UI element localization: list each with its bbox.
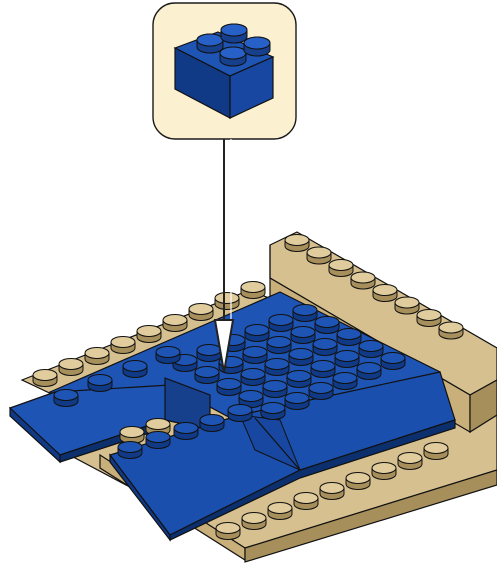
stud <box>293 305 317 322</box>
stud <box>228 405 252 422</box>
stud <box>346 473 370 490</box>
stud <box>243 347 267 364</box>
stud <box>417 310 441 327</box>
stud <box>291 327 315 344</box>
stud <box>174 423 198 440</box>
stud <box>311 361 335 378</box>
stud <box>163 315 187 332</box>
down-arrow-icon <box>215 139 233 372</box>
stud <box>381 353 405 370</box>
stud <box>424 443 448 460</box>
stud <box>120 427 144 444</box>
stud <box>123 361 147 378</box>
stud <box>245 325 269 342</box>
stud <box>307 247 331 264</box>
stud <box>33 370 57 387</box>
stud <box>268 503 292 520</box>
stud <box>329 260 353 277</box>
stud <box>111 337 135 354</box>
stud <box>156 347 180 364</box>
stud <box>267 337 291 354</box>
stud <box>241 369 265 386</box>
stud <box>398 453 422 470</box>
stud <box>337 329 361 346</box>
stud <box>313 339 337 356</box>
stud <box>200 415 224 432</box>
stud <box>118 442 142 459</box>
stud <box>351 272 375 289</box>
stud <box>216 523 240 540</box>
stud <box>265 359 289 376</box>
stud <box>309 383 333 400</box>
part-callout <box>153 3 296 139</box>
stud <box>242 513 266 530</box>
stud <box>85 348 109 365</box>
stud <box>315 317 339 334</box>
stud <box>289 349 313 366</box>
stud <box>439 322 463 339</box>
stud <box>359 341 383 358</box>
stud <box>285 235 309 252</box>
stud <box>54 390 78 407</box>
stud <box>373 285 397 302</box>
stud <box>285 393 309 410</box>
stud <box>320 483 344 500</box>
stud <box>137 326 161 343</box>
stud <box>372 463 396 480</box>
stud <box>217 379 241 396</box>
stud <box>88 375 112 392</box>
stud <box>287 371 311 388</box>
stud <box>333 373 357 390</box>
stud <box>395 297 419 314</box>
stud <box>261 403 285 420</box>
stud <box>197 345 221 362</box>
stud <box>59 359 83 376</box>
stud <box>215 293 239 310</box>
stud <box>241 282 265 299</box>
stud <box>269 315 293 332</box>
stud <box>294 493 318 510</box>
stud <box>189 304 213 321</box>
stud <box>195 367 219 384</box>
stud <box>357 363 381 380</box>
stud <box>263 381 287 398</box>
stud <box>146 432 170 449</box>
stud <box>335 351 359 368</box>
